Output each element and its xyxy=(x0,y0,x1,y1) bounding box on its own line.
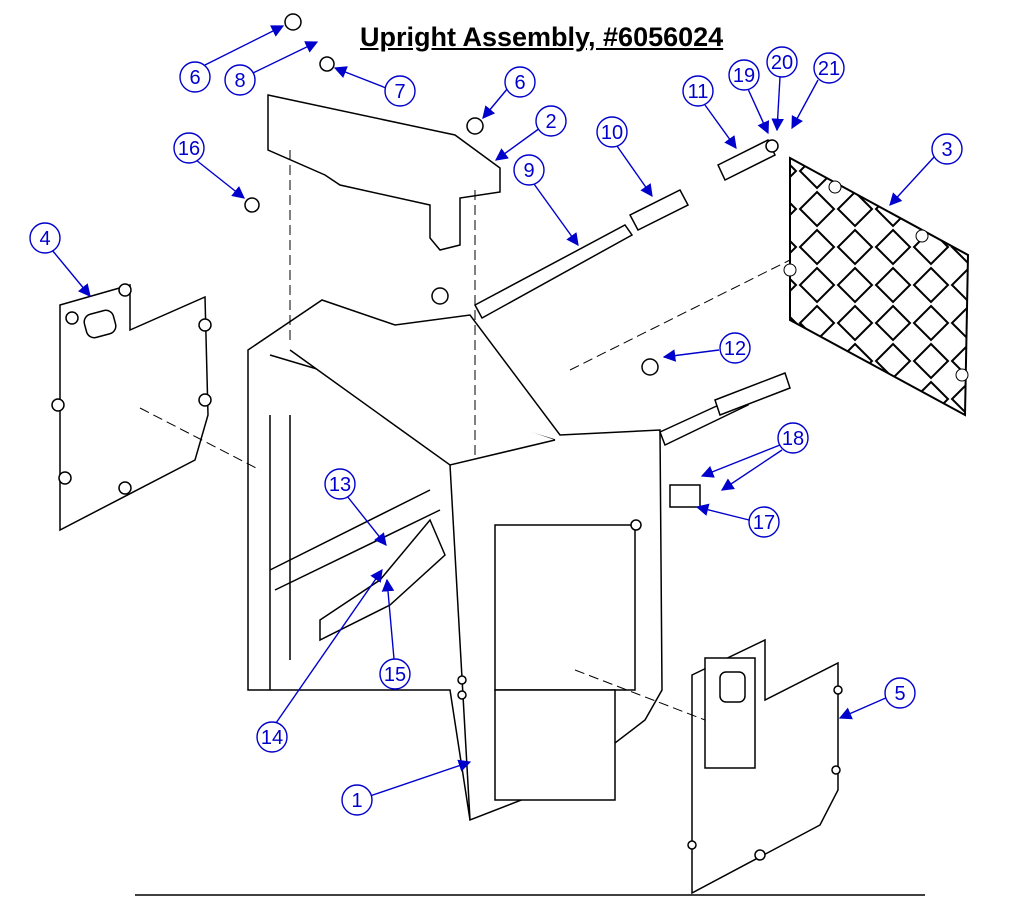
svg-text:11: 11 xyxy=(688,81,709,103)
svg-text:17: 17 xyxy=(753,512,775,534)
callouts: 6 8 7 6 2 16 10 11 19 20 21 3 9 4 12 18 … xyxy=(29,25,963,816)
callout-9: 9 xyxy=(513,154,579,247)
callout-11: 11 xyxy=(682,75,737,150)
left-side-panel xyxy=(51,283,212,532)
callout-15: 15 xyxy=(379,578,411,690)
callout-5: 5 xyxy=(838,677,916,720)
svg-text:1: 1 xyxy=(351,790,362,812)
svg-text:14: 14 xyxy=(261,727,283,749)
svg-text:13: 13 xyxy=(329,474,351,496)
svg-text:7: 7 xyxy=(394,81,405,103)
callout-1: 1 xyxy=(341,759,472,816)
center-lines xyxy=(139,150,791,721)
top-cover-plate xyxy=(267,94,501,251)
svg-text:6: 6 xyxy=(189,67,200,89)
svg-text:18: 18 xyxy=(782,428,804,450)
upright-frame xyxy=(247,299,663,822)
svg-text:3: 3 xyxy=(941,139,952,161)
slide-bracket xyxy=(669,484,701,508)
callout-13: 13 xyxy=(324,468,387,546)
callout-18: 18 xyxy=(700,422,809,491)
handle-bar xyxy=(659,372,791,447)
drawing-title: Upright Assembly, #6056024 xyxy=(360,22,724,52)
callout-2: 2 xyxy=(494,105,567,161)
callout-10: 10 xyxy=(596,116,653,198)
callout-4: 4 xyxy=(29,222,91,297)
right-side-panel xyxy=(687,638,843,895)
svg-text:2: 2 xyxy=(545,111,556,133)
callout-16: 16 xyxy=(173,132,245,199)
callout-7: 7 xyxy=(333,66,416,107)
svg-text:9: 9 xyxy=(523,160,534,182)
svg-text:8: 8 xyxy=(234,70,245,92)
svg-text:20: 20 xyxy=(771,52,793,74)
svg-text:15: 15 xyxy=(384,664,406,686)
callout-14: 14 xyxy=(256,568,383,753)
callout-17: 17 xyxy=(695,503,780,538)
callout-6a: 6 xyxy=(179,25,285,93)
callout-12: 12 xyxy=(662,332,751,364)
svg-text:16: 16 xyxy=(178,138,200,160)
callout-20: 20 xyxy=(766,46,798,132)
svg-text:5: 5 xyxy=(894,683,905,705)
svg-text:6: 6 xyxy=(514,72,525,94)
axle-rod xyxy=(473,138,779,320)
callout-19: 19 xyxy=(728,59,770,135)
callout-21: 21 xyxy=(791,52,845,130)
svg-text:4: 4 xyxy=(39,228,50,250)
svg-text:21: 21 xyxy=(818,58,840,80)
callout-6b: 6 xyxy=(482,66,536,119)
svg-text:19: 19 xyxy=(733,65,755,87)
callout-3: 3 xyxy=(889,133,963,206)
svg-text:10: 10 xyxy=(601,122,623,144)
knob-6-top xyxy=(244,13,659,376)
callout-8: 8 xyxy=(224,41,319,96)
svg-text:12: 12 xyxy=(724,338,746,360)
rear-grille-panel xyxy=(783,156,970,417)
